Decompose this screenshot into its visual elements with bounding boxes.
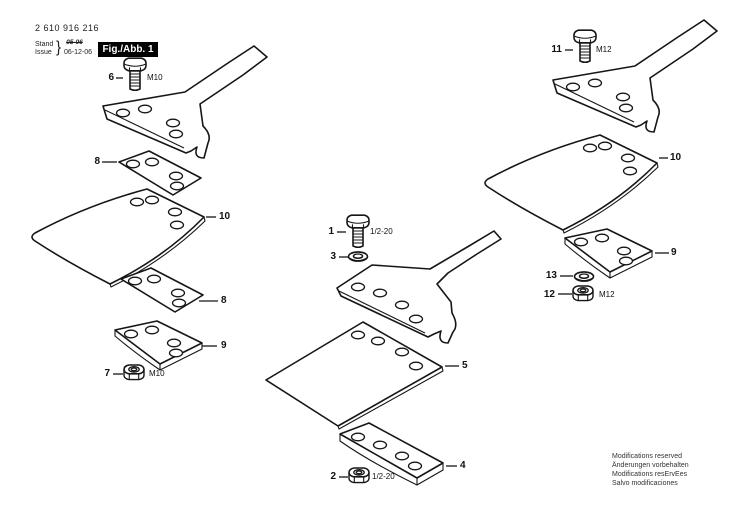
footer-line-de: Änderungen vorbehalten <box>612 462 689 469</box>
left-assembly-drawing <box>31 45 268 381</box>
bar-4-drawing <box>339 422 444 486</box>
plate-9-right-drawing <box>564 228 653 279</box>
plate-8-upper-drawing <box>118 150 202 196</box>
superseded-date: 05-06 <box>65 39 84 46</box>
modifications-note: Modifications reserved Änderungen vorbeh… <box>612 452 689 488</box>
spec-m12: M12 <box>599 290 615 299</box>
footer-line-fr: Modifications resErvEes <box>612 471 688 478</box>
callout-9-number: 9 <box>671 247 677 258</box>
bolt-m10-drawing <box>123 57 147 92</box>
callout-5-number: 5 <box>462 360 468 371</box>
blade-10-right-drawing <box>484 134 659 234</box>
callout-7-number: 7 <box>104 368 110 379</box>
footer-line-en: Modifications reserved <box>612 453 683 460</box>
callout-11-number: 11 <box>551 44 562 55</box>
callout-8-number: 8 <box>94 156 100 167</box>
leader-lines <box>102 49 669 478</box>
plate-8-lower-drawing <box>120 267 204 313</box>
callout-9-number: 9 <box>221 340 227 351</box>
spec-m10: M10 <box>149 369 165 378</box>
callout-8-number: 8 <box>221 295 227 306</box>
callout-3-number: 3 <box>330 251 336 262</box>
plate-9-left-drawing <box>114 320 203 371</box>
callout-4-number: 4 <box>460 460 466 471</box>
spec-half20: 1/2-20 <box>370 227 393 236</box>
part-number: 2 610 916 216 <box>35 23 100 33</box>
washer-13-drawing <box>573 271 595 282</box>
callout-10-number: 10 <box>670 152 682 163</box>
bolt-half-inch-drawing <box>346 214 370 249</box>
callout-1-number: 1 <box>328 226 334 237</box>
issue-date: 06-12-06 <box>64 49 93 56</box>
callout-2-number: 2 <box>330 471 336 482</box>
nut-m12-drawing <box>572 285 594 302</box>
plate-5-drawing <box>265 321 444 430</box>
spec-m12: M12 <box>596 45 612 54</box>
spec-half20: 1/2-20 <box>372 472 395 481</box>
bolt-m12-drawing <box>573 29 597 64</box>
middle-assembly-drawing <box>265 214 502 486</box>
callout-10-number: 10 <box>219 211 231 222</box>
washer-3-drawing <box>347 251 369 262</box>
spec-m10: M10 <box>147 73 163 82</box>
right-assembly-drawing <box>484 19 718 302</box>
scraper-head-middle-drawing <box>336 230 502 344</box>
nut-half-inch-drawing <box>348 467 370 484</box>
callout-12-number: 12 <box>543 289 555 300</box>
nut-m10-drawing <box>123 364 145 381</box>
callout-6-number: 6 <box>108 72 114 83</box>
blade-10-left-drawing <box>31 188 206 288</box>
stand-label: Stand <box>35 41 54 48</box>
figure-label: Fig./Abb. 1 <box>98 42 158 57</box>
footer-line-es: Salvo modificaciones <box>612 480 678 487</box>
date-brace: } <box>56 38 62 57</box>
callout-13-number: 13 <box>545 270 557 281</box>
issue-label: Issue <box>35 49 52 56</box>
